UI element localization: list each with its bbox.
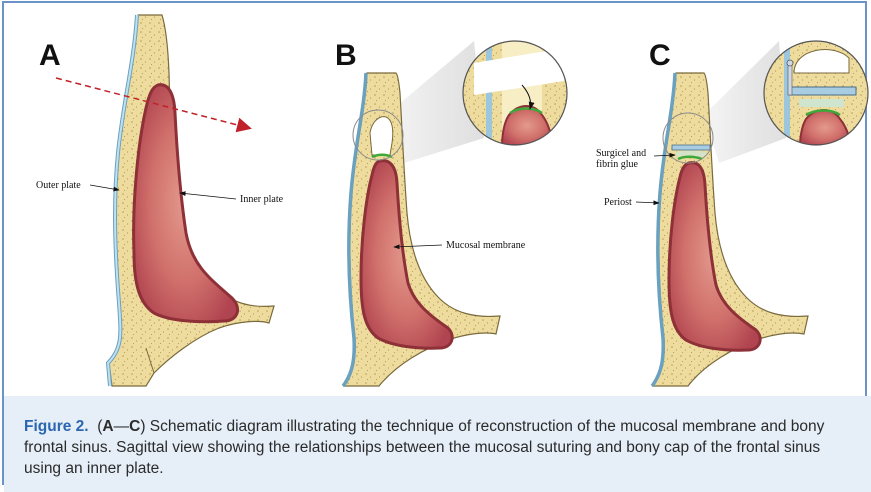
caption-text: Figure 2. (A—C) Schematic diagram illust… [24, 416, 859, 479]
zoom-inset-c [764, 41, 868, 145]
panel-letter-a: A [39, 39, 61, 72]
label-inner-plate: Inner plate [240, 194, 284, 205]
caption-body: Schematic diagram illustrating the techn… [24, 418, 824, 477]
caption-range-end: C [129, 418, 140, 435]
pointer-periost [636, 202, 659, 203]
panel-c: C Surgicel and fibrin glue Periost [596, 39, 868, 386]
label-surgicel-line1: Surgicel and [596, 148, 646, 159]
panel-b: B Mucosal membrane [335, 39, 567, 386]
label-periost: Periost [604, 197, 632, 208]
inner-plate-cap-c [672, 145, 710, 150]
panel-letter-c: C [649, 39, 671, 72]
label-surgicel-line2: fibrin glue [596, 159, 638, 170]
panel-a: A Outer plate Inner plate [36, 15, 284, 386]
label-mucosal-membrane: Mucosal membrane [446, 240, 526, 251]
zoom-inset-b [463, 41, 567, 145]
figure-caption: Figure 2. (A—C) Schematic diagram illust… [4, 396, 871, 492]
panel-letter-b: B [335, 39, 357, 72]
pointer-inner-plate [180, 193, 236, 199]
figure-label: Figure 2. [24, 418, 89, 435]
caption-range-dash: — [114, 418, 130, 435]
label-outer-plate: Outer plate [36, 180, 81, 191]
figure-frame: A Outer plate Inner plate B [2, 1, 867, 485]
caption-range-start: A [102, 418, 113, 435]
frontal-sinus-illustration: A Outer plate Inner plate B [4, 3, 871, 398]
